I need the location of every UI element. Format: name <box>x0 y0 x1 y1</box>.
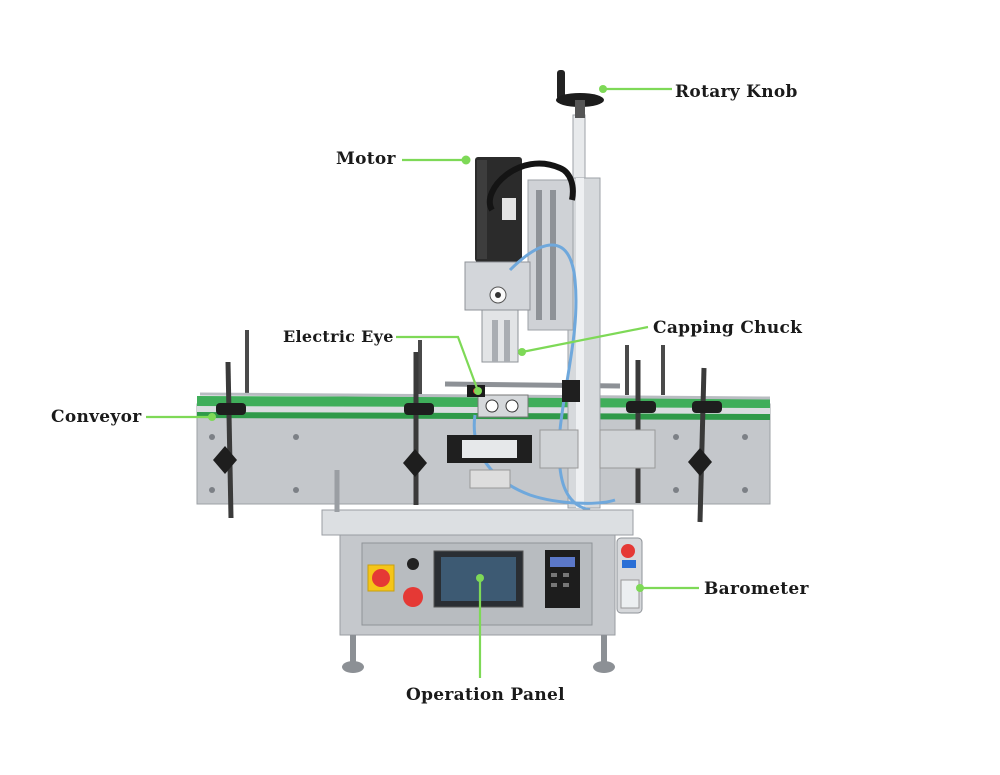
operation-panel-leader <box>476 574 484 678</box>
label-operation-panel: Operation Panel <box>406 685 565 705</box>
motor-leader <box>402 155 471 165</box>
label-electric-eye: Electric Eye <box>283 327 394 346</box>
operation-panel <box>367 550 580 608</box>
vertical-column <box>527 114 601 509</box>
callout-labels: Rotary Knob Motor Electric Eye Capping C… <box>51 82 810 705</box>
conveyor-leader <box>146 413 216 421</box>
label-rotary-knob: Rotary Knob <box>675 82 798 102</box>
capping-chuck-leader <box>518 325 649 356</box>
rotary-knob <box>556 70 604 118</box>
label-barometer: Barometer <box>704 579 810 599</box>
cabinet-feet <box>342 635 615 673</box>
machine-illustration <box>196 70 771 673</box>
capping-chuck <box>447 380 656 489</box>
label-capping-chuck: Capping Chuck <box>653 318 803 338</box>
leader-lines <box>146 85 699 678</box>
barometer-leader <box>636 584 699 592</box>
label-motor: Motor <box>336 149 397 169</box>
label-conveyor: Conveyor <box>51 407 142 427</box>
rotary-knob-leader <box>599 85 672 93</box>
electric-eye-leader <box>396 335 482 395</box>
barometer <box>616 537 643 614</box>
motor <box>464 157 576 363</box>
conveyor-rods <box>245 330 665 395</box>
